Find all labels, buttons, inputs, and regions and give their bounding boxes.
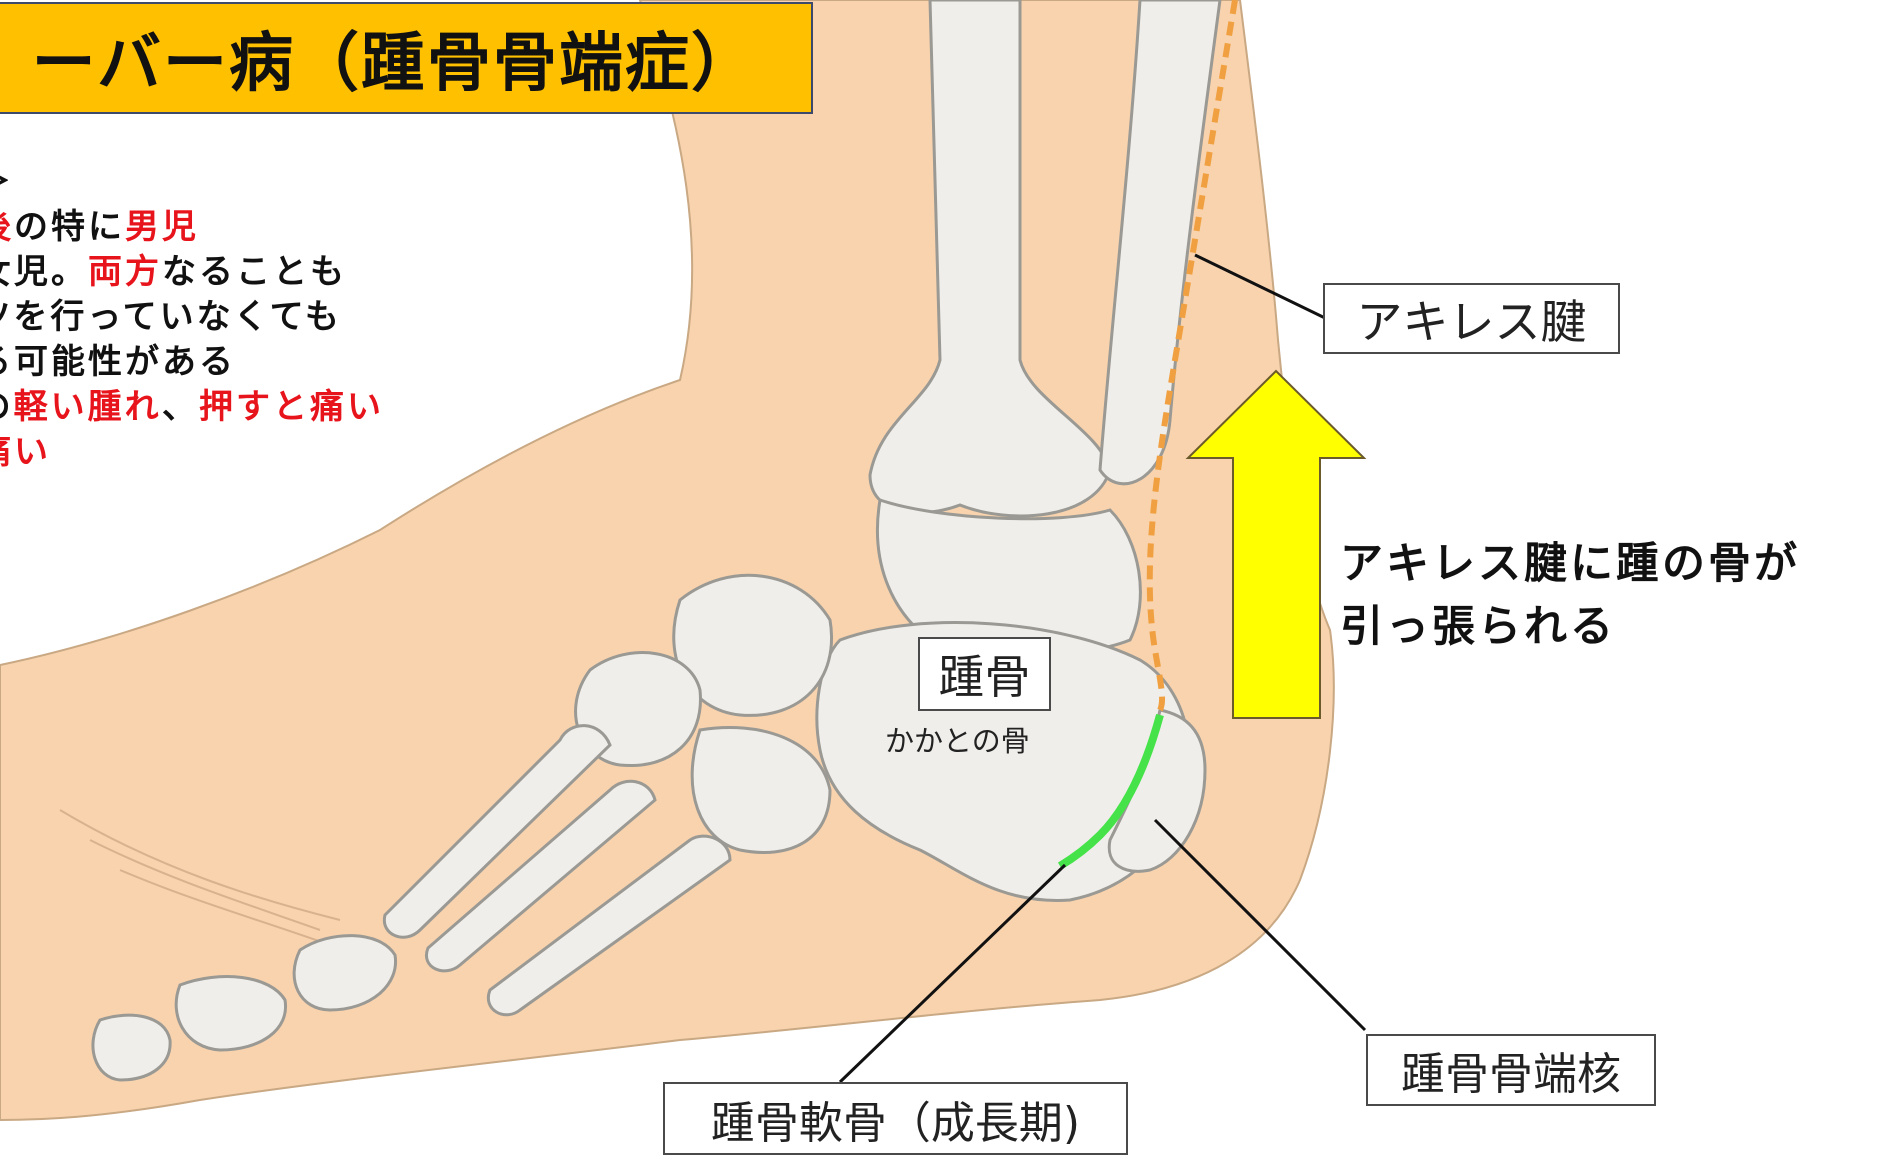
calcaneus-bone [815,621,1192,902]
feature-segment: 前後 [0,207,14,247]
feature-segment: 軽い腫れ [13,387,163,427]
skin-crease [59,809,341,921]
features-heading: 徴＞ [0,160,640,205]
toe-phalanx-bone [91,1013,172,1082]
feature-line: に女児。両方なることも [0,250,640,295]
toe-phalanx-bone [174,975,288,1052]
feature-segment: と痛い [0,432,51,472]
feature-segment: 、 [162,387,200,427]
feature-line: する可能性がある [0,340,640,385]
skin-crease [119,869,331,946]
metatarsal-bone [382,724,612,939]
features-list: 徴＞ 前後の特に男児 に女児。両方なることも ーツを行っていなくても する可能性… [0,160,640,475]
pull-line: アキレス腱に踵の骨が [1340,539,1800,589]
calcaneus-label: 踵骨 [918,637,1051,711]
feature-line: 前後の特に男児 [0,205,640,250]
feature-line: との軽い腫れ、押すと痛い [0,385,640,430]
feature-segment: との [0,387,14,427]
feature-segment: なることも [162,252,347,292]
tibia-bone [868,0,1112,518]
metatarsal-bone [425,779,657,973]
calcaneal-cartilage-label: 踵骨軟骨（成長期) [663,1082,1128,1155]
pull-line: 引っ張られる [1340,602,1616,652]
achilles-tendon-label: アキレス腱 [1323,283,1620,354]
calcaneal-cartilage [1057,713,1164,870]
cuboid-bone [690,726,832,854]
skin-crease [89,839,321,931]
feature-segment: する可能性がある [0,342,236,382]
feature-line: ーツを行っていなくても [0,295,640,340]
feature-segment: 押すと痛い [199,387,385,427]
feature-segment: 男児 [125,207,199,247]
feature-line: と痛い [0,430,640,475]
fibula-bone [1098,0,1222,486]
feature-segment: 両方 [88,252,162,292]
cartilage-leader-line [838,863,1067,1084]
calcaneus-sublabel: かかとの骨 [885,724,1030,758]
feature-segment: ーツを行っていなくても [0,297,342,337]
apophysis-nucleus-label: 踵骨骨端核 [1366,1034,1656,1106]
pull-explanation: アキレス腱に踵の骨が 引っ張られる [1340,533,1800,659]
achilles-tendon [1146,0,1238,712]
talus-bone [875,498,1142,657]
feature-segment: の特に [14,207,125,247]
feature-segment: に女児。 [0,252,88,292]
pull-arrow-icon [1185,369,1367,719]
title-banner: ーバー病（踵骨骨端症） [0,2,813,114]
nucleus-leader-line [1153,818,1367,1032]
metatarsal-bone [486,834,732,1017]
achilles-leader-line [1194,253,1326,320]
page-title: ーバー病（踵骨骨端症） [31,27,757,101]
toe-phalanx-bone [292,934,398,1012]
